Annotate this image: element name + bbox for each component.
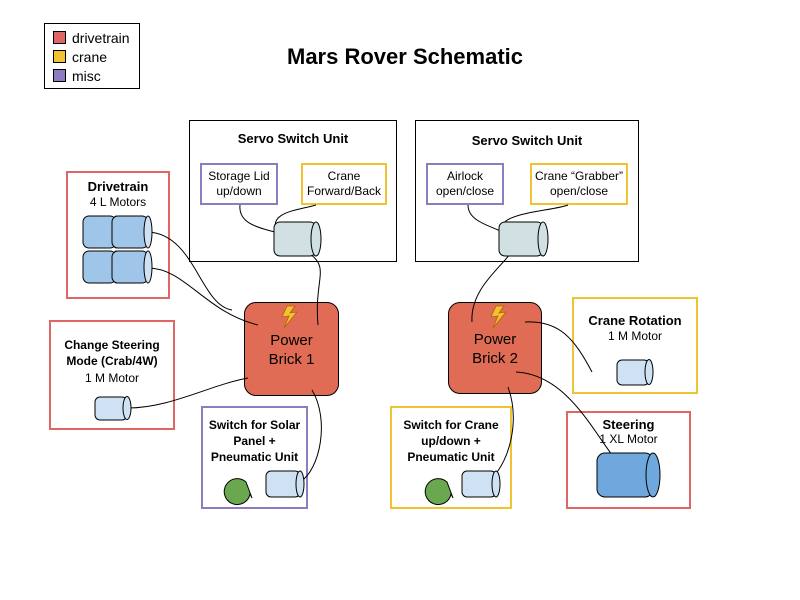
- wire-brick2-craneswitch: [491, 386, 514, 479]
- bolt-icon-brick-1: [281, 305, 298, 329]
- drivetrain-motors: [82, 215, 153, 284]
- drivetrain-subtitle: 4 L Motors: [89, 195, 147, 209]
- legend-swatch-red: [53, 31, 66, 44]
- crane-switch-title-2: up/down +: [421, 434, 481, 448]
- crane-rotation-motor: [616, 359, 654, 386]
- wire-brick1-solar: [299, 389, 322, 483]
- wire-change-steering: [127, 377, 249, 409]
- legend: drivetrain crane misc: [44, 23, 140, 89]
- steering-subtitle: 1 XL Motor: [599, 432, 658, 446]
- crane-pneumatic-unit: [424, 478, 454, 506]
- legend-item-misc: misc: [53, 68, 101, 84]
- wire-airlock: [467, 204, 503, 233]
- crane-switch-title-3: Pneumatic Unit: [407, 450, 495, 464]
- servo-motor-1: [273, 221, 322, 257]
- servo-unit-1-title: Servo Switch Unit: [237, 131, 349, 146]
- airlock-switch: Airlock open/close: [426, 163, 504, 205]
- change-steering-motor: [94, 396, 132, 421]
- steering-title: Steering: [602, 417, 655, 432]
- bolt-icon-brick-2: [490, 305, 507, 329]
- change-steering-title-2: Mode (Crab/4W): [66, 354, 158, 368]
- crane-switch-title-1: Switch for Crane: [403, 418, 499, 432]
- legend-item-crane: crane: [53, 49, 107, 65]
- motor-l-4: [111, 250, 153, 284]
- crane-rotation-subtitle: 1 M Motor: [607, 329, 662, 343]
- power-brick-2: Power Brick 2: [448, 302, 542, 394]
- wire-drivetrain-top: [147, 231, 233, 311]
- crane-forward-back-switch: Crane Forward/Back: [301, 163, 387, 205]
- solar-switch-title-1: Switch for Solar: [208, 418, 301, 432]
- storage-lid-switch: Storage Lid up/down: [200, 163, 278, 205]
- drivetrain-title: Drivetrain: [87, 179, 149, 194]
- change-steering-box: Change Steering Mode (Crab/4W) 1 M Motor: [49, 320, 175, 430]
- wire-servo2-brick2: [471, 253, 511, 323]
- wire-brick2-rotation: [524, 321, 593, 373]
- solar-switch-title-3: Pneumatic Unit: [210, 450, 299, 464]
- solar-switch-motor: [265, 470, 305, 498]
- servo-motor-2: [498, 221, 549, 257]
- steering-xl-motor: [596, 452, 661, 498]
- servo-unit-2-title: Servo Switch Unit: [471, 133, 583, 148]
- legend-item-drivetrain: drivetrain: [53, 30, 130, 46]
- crane-switch-motor: [461, 470, 501, 498]
- solar-switch-title-2: Panel +: [233, 434, 276, 448]
- crane-grabber-switch: Crane “Grabber” open/close: [530, 163, 628, 205]
- legend-swatch-purple: [53, 69, 66, 82]
- wire-drivetrain-bottom: [147, 267, 259, 326]
- page-title: Mars Rover Schematic: [287, 44, 523, 69]
- change-steering-subtitle: 1 M Motor: [84, 371, 139, 385]
- change-steering-title-1: Change Steering: [64, 338, 160, 352]
- wire-servo1-brick1: [309, 253, 321, 326]
- solar-pneumatic-unit: [223, 478, 253, 506]
- motor-l-2: [111, 215, 153, 249]
- crane-rotation-title: Crane Rotation: [588, 313, 682, 328]
- wire-storage-lid: [239, 204, 279, 234]
- legend-swatch-yellow: [53, 50, 66, 63]
